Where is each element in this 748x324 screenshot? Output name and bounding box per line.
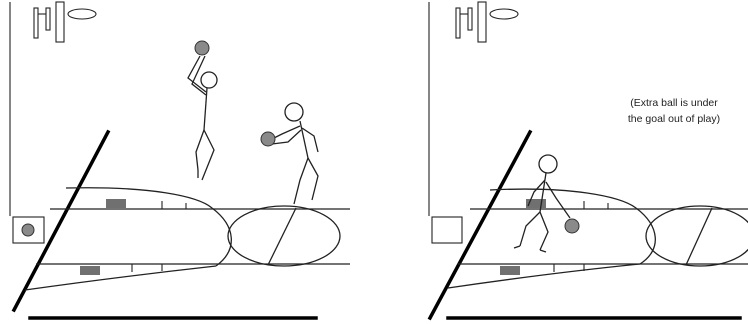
stick-figure-icon — [187, 40, 218, 181]
lane-block-marker — [80, 266, 100, 275]
note-line-1: (Extra ball is under — [630, 97, 718, 109]
backboard-icon — [428, 1, 519, 216]
stick-figure-icon — [513, 154, 580, 253]
basketball-icon — [194, 40, 210, 56]
lane-block-marker — [106, 199, 126, 208]
lane-block-marker — [500, 266, 520, 275]
note-line-2: the goal out of play) — [628, 113, 720, 125]
left-panel — [9, 1, 350, 320]
basketball-icon — [260, 131, 276, 147]
free-throw-lane — [447, 188, 748, 289]
basketball-icon — [21, 223, 35, 237]
free-throw-circle — [645, 205, 748, 267]
backboard-icon — [9, 1, 97, 216]
right-panel: (Extra ball is under the goal out of pla… — [427, 1, 748, 321]
free-throw-lane — [24, 187, 350, 291]
ball-rack-icon — [12, 216, 45, 244]
ball-rack-icon — [431, 216, 463, 244]
court-boundary — [11, 129, 318, 320]
basketball-icon — [564, 218, 580, 234]
court-boundary — [427, 129, 742, 321]
lane-block-marker — [526, 199, 546, 208]
free-throw-circle — [227, 205, 341, 267]
stick-figure-icon — [260, 102, 319, 205]
extra-ball-note: (Extra ball is under the goal out of pla… — [628, 97, 720, 125]
